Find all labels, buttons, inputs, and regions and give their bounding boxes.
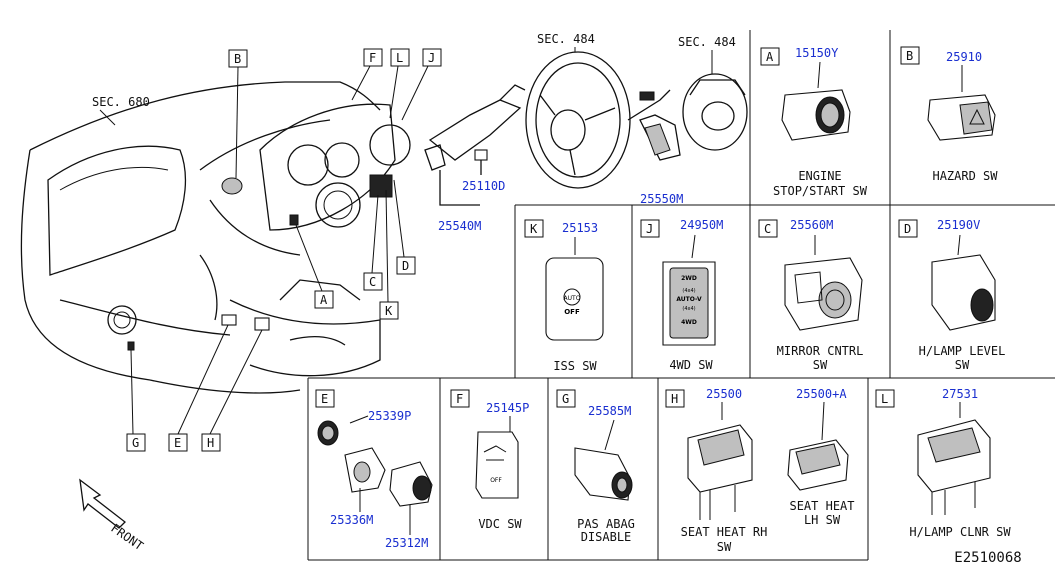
callout-J: J	[401, 48, 442, 121]
caption-4wd-sw: 4WD SW	[669, 358, 713, 372]
panel-d-headlamp-level-switch: D 25190V H/LAMP LEVEL SW	[898, 218, 1006, 372]
caption-vdc-sw: VDC SW	[478, 517, 522, 531]
caption-stop-start-sw: STOP/START SW	[773, 184, 868, 198]
svg-text:L: L	[396, 51, 403, 65]
callout-C: C	[363, 194, 383, 291]
caption-seat-heat-rh-sw: SW	[717, 540, 732, 554]
svg-text:D: D	[402, 259, 409, 273]
part-number-25312M: 25312M	[385, 536, 428, 550]
panel-b-hazard-switch: B 25910 HAZARD SW	[900, 46, 998, 183]
panel-g-pas-abag-switch: G 25585M PAS ABAG DISABLE	[556, 389, 635, 544]
svg-text:K: K	[385, 304, 393, 318]
front-label: FRONT	[108, 521, 146, 553]
callout-D: D	[393, 179, 416, 275]
part-number-25910: 25910	[946, 50, 982, 64]
svg-text:(4x4): (4x4)	[682, 288, 695, 294]
svg-text:E: E	[174, 436, 181, 450]
steering-switch-harness	[627, 73, 748, 161]
part-number-25339P: 25339P	[368, 409, 411, 423]
callout-F: F	[351, 48, 383, 101]
caption-iss-sw: ISS SW	[553, 359, 597, 373]
caption-engine: ENGINE	[798, 169, 841, 183]
part-number-24950M: 24950M	[680, 218, 723, 232]
part-number-25110D: 25110D	[462, 179, 505, 193]
svg-text:OFF: OFF	[490, 477, 502, 484]
caption-disable: DISABLE	[581, 530, 632, 544]
part-number-25190V: 25190V	[937, 218, 980, 232]
svg-text:AUTO: AUTO	[564, 295, 581, 302]
part-number-25336M: 25336M	[330, 513, 373, 527]
panel-e-power-socket: E 25339P 25336M 25312M	[315, 389, 433, 550]
svg-text:F: F	[456, 392, 463, 406]
caption-seat-heat-rh: SEAT HEAT RH	[681, 525, 768, 539]
panel-a-engine-switch: A 15150Y ENGINE STOP/START SW	[760, 46, 868, 198]
panel-l-headlamp-cleaner-switch: L 27531 H/LAMP CLNR SW	[875, 387, 1011, 539]
reference-code: E2510068	[954, 550, 1021, 566]
front-arrow: FRONT	[79, 478, 146, 553]
svg-text:H: H	[671, 392, 678, 406]
part-number-25550M: 25550M	[640, 192, 683, 206]
svg-text:L: L	[881, 392, 888, 406]
svg-text:B: B	[234, 52, 241, 66]
panel-h-seat-heat-switches: H 25500 SEAT HEAT RH SW 25500+A SEAT HEA…	[665, 387, 855, 554]
callout-H: H	[201, 329, 263, 452]
caption-h-lamp-level: H/LAMP LEVEL	[919, 344, 1006, 358]
svg-text:F: F	[369, 51, 376, 65]
steering-wheel	[525, 51, 631, 189]
part-number-25153: 25153	[562, 221, 598, 235]
dashboard-illustration	[20, 81, 411, 394]
callout-A: A	[295, 224, 334, 309]
svg-text:J: J	[428, 51, 435, 65]
svg-text:G: G	[132, 436, 139, 450]
svg-text:G: G	[562, 392, 569, 406]
callout-L: L	[389, 48, 410, 119]
caption-hazard-sw: HAZARD SW	[932, 169, 998, 183]
callout-K: K	[379, 189, 399, 320]
svg-text:A: A	[766, 50, 774, 64]
combination-switch	[424, 84, 526, 206]
caption-pas-abag: PAS ABAG	[577, 517, 635, 531]
svg-text:2WD: 2WD	[681, 275, 697, 282]
callout-G: G	[126, 349, 146, 452]
part-number-25560M: 25560M	[790, 218, 833, 232]
sec-484-airbag-label: SEC. 484	[678, 35, 736, 49]
caption-seat-heat-lh: SEAT HEAT	[789, 499, 854, 513]
svg-text:J: J	[646, 222, 653, 236]
svg-text:H: H	[207, 436, 214, 450]
part-number-25585M: 25585M	[588, 404, 631, 418]
callout-B: B	[228, 49, 248, 179]
svg-text:D: D	[904, 222, 911, 236]
panel-j-4wd-switch: J 24950M 2WD (4x4) AUTO-V (4x4) 4WD 4WD …	[640, 218, 723, 372]
svg-text:C: C	[764, 222, 771, 236]
svg-text:OFF: OFF	[564, 308, 580, 316]
part-number-27531: 27531	[942, 387, 978, 401]
svg-text:B: B	[906, 49, 913, 63]
panel-f-vdc-switch: F 25145P OFF VDC SW	[450, 389, 529, 531]
sec-484-steering-label: SEC. 484	[537, 32, 595, 46]
caption-h-lamp-level-sw: SW	[955, 358, 970, 372]
caption-mirror-cntrl: MIRROR CNTRL	[777, 344, 864, 358]
callout-E: E	[168, 324, 229, 452]
part-number-15150Y: 15150Y	[795, 46, 839, 60]
caption-mirror-sw: SW	[813, 358, 828, 372]
svg-text:E: E	[321, 392, 328, 406]
svg-text:4WD: 4WD	[681, 319, 697, 326]
part-number-25500: 25500	[706, 387, 742, 401]
part-number-25500-plus-a: 25500+A	[796, 387, 847, 401]
caption-seat-heat-lh-sw: LH SW	[804, 513, 841, 527]
part-number-25540M: 25540M	[438, 219, 481, 233]
panel-grid	[307, 30, 1055, 561]
part-number-25145P: 25145P	[486, 401, 529, 415]
svg-text:AUTO-V: AUTO-V	[676, 296, 702, 303]
panel-k-iss-switch: K 25153 AUTO OFF ISS SW	[524, 219, 604, 373]
svg-text:(4x4): (4x4)	[682, 306, 695, 312]
svg-text:A: A	[320, 293, 328, 307]
svg-text:K: K	[530, 222, 538, 236]
caption-h-lamp-clnr-sw: H/LAMP CLNR SW	[909, 525, 1011, 539]
panel-c-mirror-control-switch: C 25560M MIRROR CNTRL SW	[758, 218, 864, 372]
svg-text:C: C	[369, 275, 376, 289]
sec-680-label: SEC. 680	[92, 95, 150, 109]
